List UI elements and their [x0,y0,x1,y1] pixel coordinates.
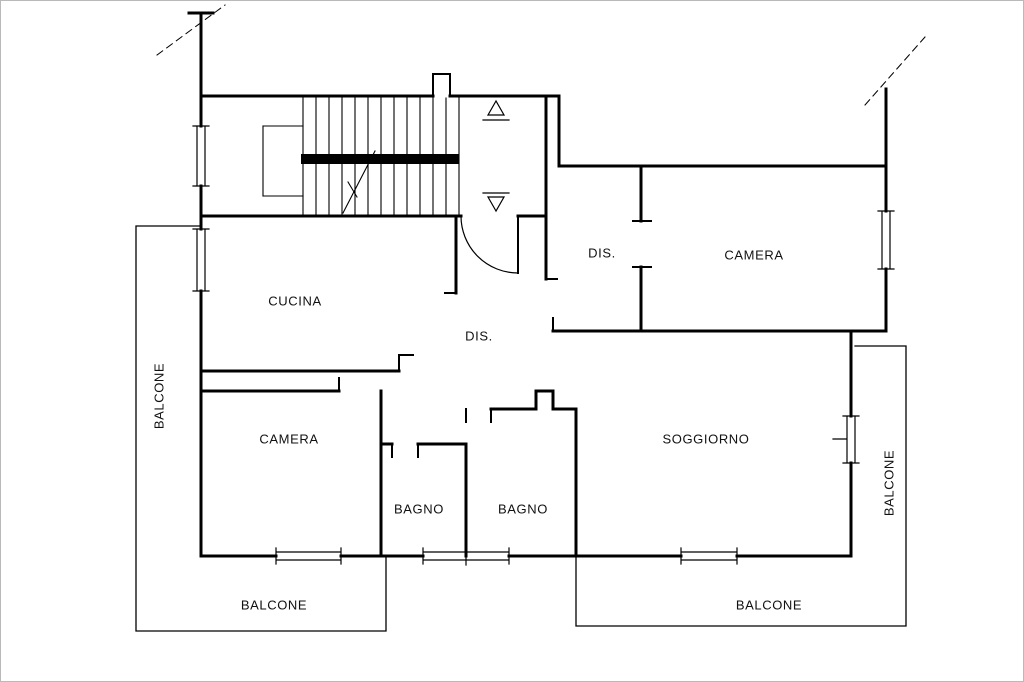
room-label-balcone-bottom-right: BALCONE [735,597,803,613]
balconies [135,225,907,632]
walls [187,11,888,558]
room-label-soggiorno: SOGGIORNO [662,431,750,447]
room-label-cucina: CUCINA [268,293,322,309]
entrance-door [460,215,519,274]
room-label-dis-upper: DIS. [588,245,616,261]
section-cut-marks [156,4,926,106]
door-jambs [338,220,652,458]
windows [192,125,895,566]
room-label-bagno-right: BAGNO [498,501,548,517]
room-label-camera-top: CAMERA [724,247,784,263]
room-label-camera-bottom: CAMERA [259,431,319,447]
stair-handrail [301,154,459,164]
room-label-balcone-right: BALCONE [881,449,897,517]
room-label-dis-lower: DIS. [465,328,493,344]
room-label-balcone-bottom-left: BALCONE [240,597,308,613]
room-label-balcone-left: BALCONE [151,362,167,430]
stair-direction-arrows [482,99,510,213]
room-label-bagno-left: BAGNO [394,501,444,517]
